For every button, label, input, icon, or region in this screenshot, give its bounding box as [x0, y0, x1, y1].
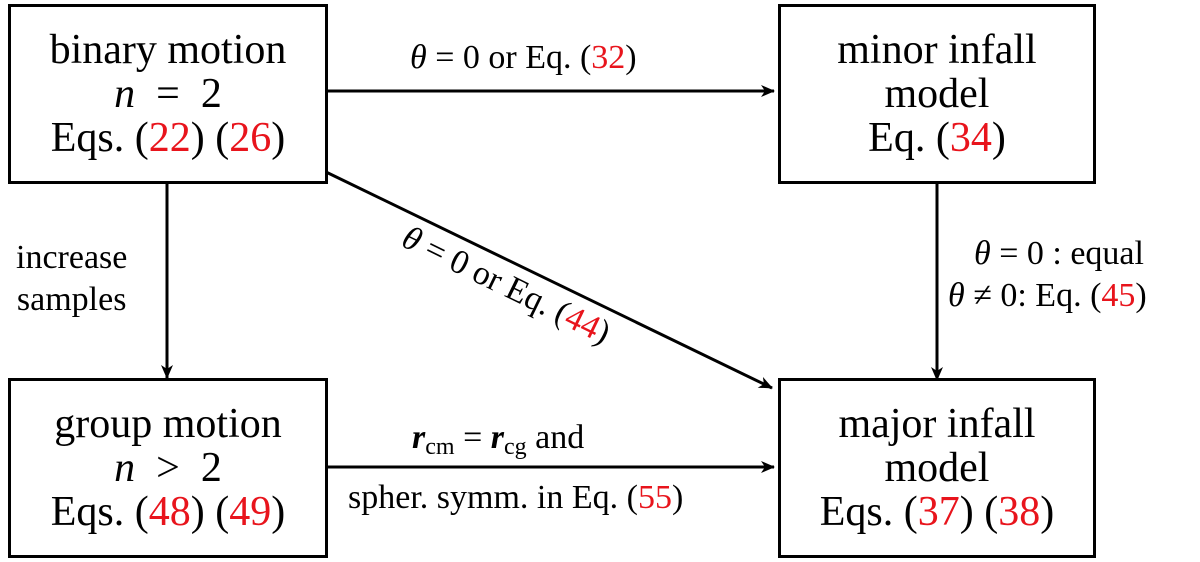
binary-motion-n-relation: n = 2: [114, 71, 222, 117]
binary-motion-title: binary motion: [49, 27, 287, 73]
eq-ref-37[interactable]: 37: [917, 489, 960, 535]
eq-ref-45[interactable]: 45: [1101, 277, 1136, 314]
group-motion-box: group motion n > 2 Eqs. (48) (49): [8, 378, 328, 558]
minor-infall-equation: Eq. (34): [868, 115, 1006, 161]
group-motion-title: group motion: [54, 401, 282, 447]
label-group-to-major-condition: rcm = rcg and: [412, 419, 585, 461]
major-infall-title: major infall: [838, 401, 1036, 447]
major-infall-box: major infall model Eqs. (37) (38): [778, 378, 1096, 558]
eq-ref-22[interactable]: 22: [148, 115, 191, 161]
binary-motion-box: binary motion n = 2 Eqs. (22) (26): [8, 4, 328, 184]
label-increase-samples: increase samples: [16, 238, 128, 320]
minor-infall-model: model: [884, 71, 990, 117]
eq-ref-34[interactable]: 34: [949, 115, 992, 161]
label-group-to-major-symmetry: spher. symm. in Eq. (55): [348, 479, 684, 516]
group-motion-n-relation: n > 2: [114, 445, 222, 491]
eq-ref-48[interactable]: 48: [148, 489, 191, 535]
label-binary-to-minor: θ = 0 or Eq. (32): [410, 39, 637, 76]
arrow-binary-to-major: [325, 170, 773, 390]
group-motion-equations: Eqs. (48) (49): [50, 489, 286, 535]
minor-infall-box: minor infall model Eq. (34): [778, 4, 1096, 184]
eq-ref-55[interactable]: 55: [637, 479, 672, 516]
eq-ref-49[interactable]: 49: [229, 489, 272, 535]
binary-motion-equations: Eqs. (22) (26): [50, 115, 286, 161]
major-infall-equations: Eqs. (37) (38): [819, 489, 1055, 535]
major-infall-model: model: [884, 445, 990, 491]
label-minor-major-relation: θ = 0 : equal θ ≠ 0: Eq. (45): [948, 235, 1147, 314]
eq-ref-26[interactable]: 26: [229, 115, 272, 161]
eq-ref-32[interactable]: 32: [591, 39, 626, 76]
eq-ref-38[interactable]: 38: [998, 489, 1041, 535]
minor-infall-title: minor infall: [837, 27, 1037, 73]
